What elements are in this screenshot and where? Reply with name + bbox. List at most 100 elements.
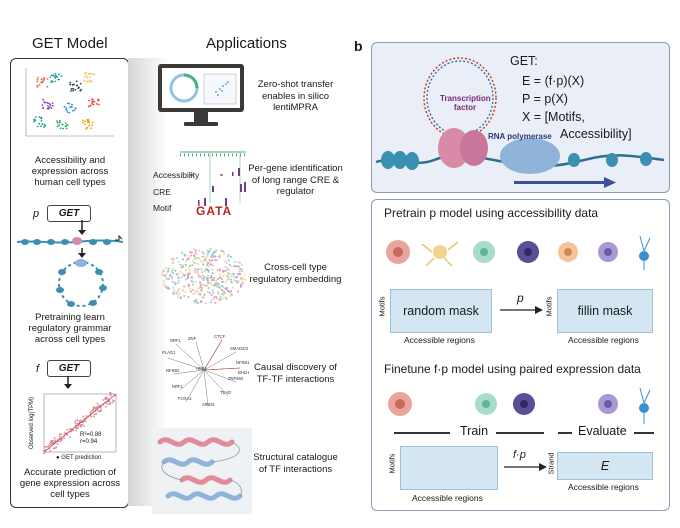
get-eq-3: X = [Motifs, [522,110,585,124]
prediction-point [111,401,114,404]
embedding-point [230,275,233,278]
embedding-point [191,259,194,262]
tsne-point [37,85,39,88]
tsne-point [43,126,45,128]
app-embedding-text: Cross-cell type regulatory embedding [249,262,342,285]
tsne-point [74,88,77,91]
prediction-point [105,405,107,408]
embedding-point [164,285,167,288]
output-e-box: E [557,452,653,480]
embedding-point [194,251,197,254]
tsne-point [36,125,39,128]
embedding-point [225,297,228,300]
track-motif: Motif [153,203,172,213]
embedding-point [162,280,165,283]
tsne-point [70,90,72,92]
embedding-point [195,253,198,256]
tsne-point [70,106,73,108]
embedding-point [235,275,238,278]
tsne-point [47,102,50,105]
embedding-point [176,296,179,299]
tsne-point [38,122,41,125]
prediction-point [46,445,48,448]
embedding-point [209,263,212,266]
embedding-point [171,280,174,283]
embedding-point [205,284,208,287]
embedding-point [192,292,195,295]
network-node-label: ZNF [188,336,197,341]
tsne-point [56,76,59,78]
prediction-point [70,430,73,433]
embedding-point [202,283,205,286]
tsne-point [56,120,58,123]
tsne-point [38,83,41,86]
prediction-point [54,447,56,449]
embedding-point [227,259,230,262]
tsne-point [64,122,67,125]
tsne-point [37,76,40,79]
fp-arrow [504,463,547,471]
embedding-point [181,258,184,261]
embedding-point [237,280,240,283]
embedding-point [194,249,197,252]
embedding-point [241,270,244,273]
embedding-point [207,269,210,272]
prediction-point [75,427,78,430]
tsne-point [51,102,54,105]
network-node-label: NFKB2 [166,368,180,373]
tsne-point [93,100,96,103]
embedding-point [230,265,233,268]
tsne-point [89,104,92,107]
embedding-point [212,264,215,267]
embedding-point [196,270,199,273]
embedding-point [215,249,218,252]
embedding-point [221,280,224,283]
embedding-point [177,261,180,264]
embedding-point [168,275,171,278]
prediction-point [78,420,81,422]
tsne-point [72,89,75,92]
prediction-point [109,394,112,397]
embedding-point [186,277,189,280]
embedding-point [225,287,228,290]
get-eq-1: E = (f·p)(X) [522,74,585,88]
tsne-point [47,107,50,110]
network-node-label: ZNF684 [228,376,244,381]
embedding-point [197,273,200,276]
prediction-point [108,400,111,403]
embedding-point [195,291,198,294]
embedding-point [195,268,198,271]
prediction-point [100,406,102,409]
tsne-point [60,75,63,78]
embedding-point [183,253,186,256]
embedding-point [214,301,217,304]
prediction-point [60,433,63,436]
embedding-point [204,302,207,305]
embedding-point [232,275,235,278]
transcription-illustration [375,57,665,188]
prediction-point [85,420,87,423]
monitor-icon [158,64,244,126]
prediction-point [83,425,86,427]
embedding-point [167,277,170,280]
fillin-mask-box: fillin mask [557,289,653,333]
tsne-point [85,72,87,74]
embedding-point [166,278,169,281]
embedding-point [215,258,218,261]
embedding-point [178,263,181,266]
tsne-point [40,78,43,81]
embedding-point [190,279,193,282]
scatter-ylabel: Observed log(TPM) [29,396,36,450]
embedding-point [243,278,246,281]
embedding-point [183,285,186,288]
tsne-point [97,103,100,106]
tsne-point [54,73,57,75]
embedding-point [170,277,173,280]
embedding-point [233,264,236,267]
protein-structure [152,428,252,514]
prediction-point [58,433,61,435]
embedding-point [167,267,170,270]
embedding-point [220,277,223,280]
embedding-point [189,287,192,290]
pretrain-title: Pretrain p model using accessibility dat… [384,206,599,220]
